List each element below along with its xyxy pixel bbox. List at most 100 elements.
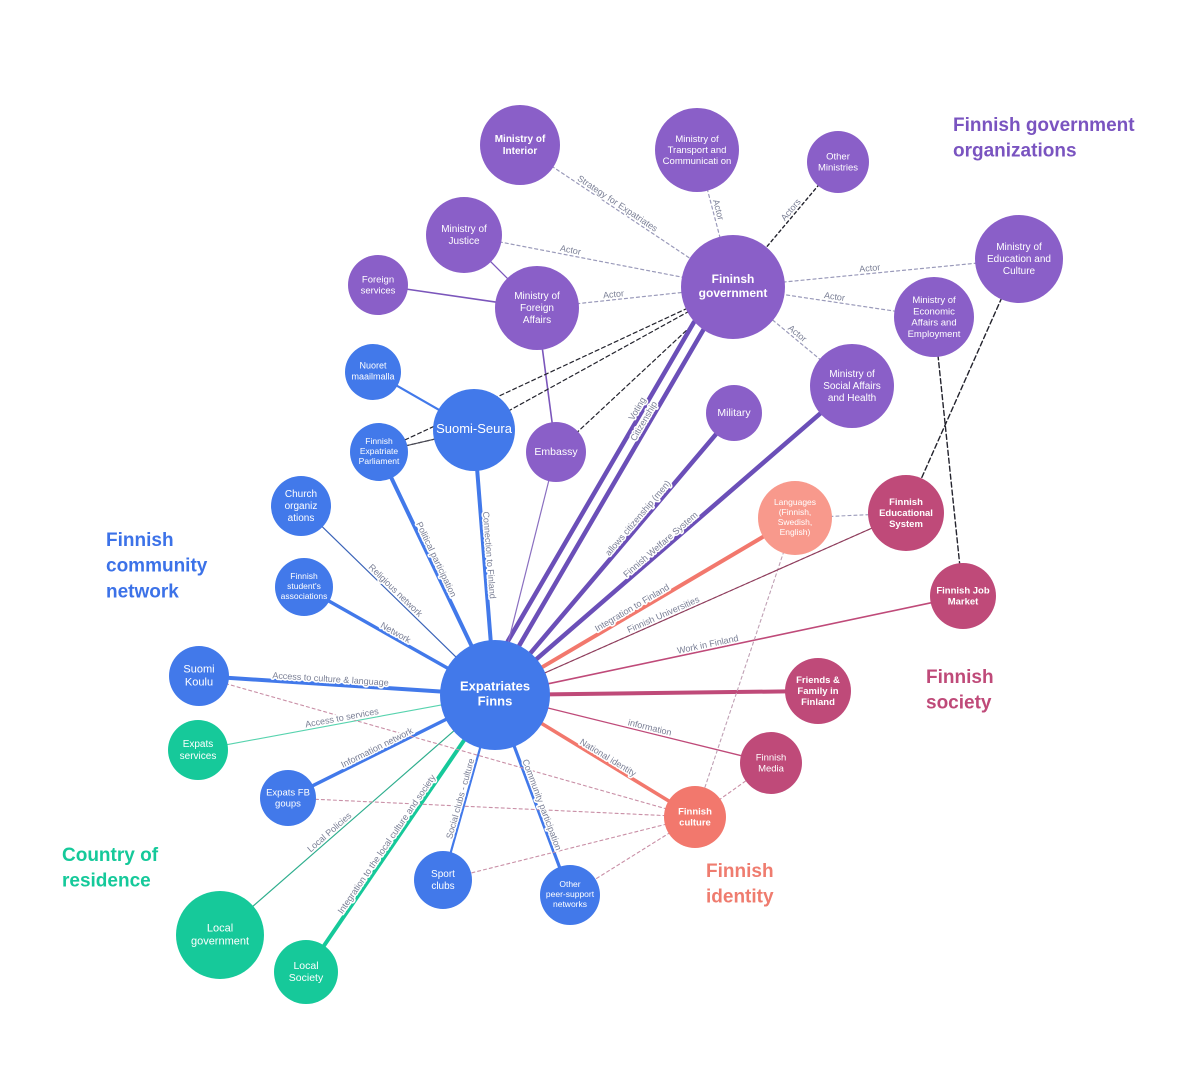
node-circle[interactable]	[807, 131, 869, 193]
graph-edge[interactable]	[919, 296, 1003, 481]
graph-edge[interactable]	[449, 744, 482, 856]
node-circle[interactable]	[414, 851, 472, 909]
graph-edge[interactable]	[829, 514, 871, 517]
node-circle[interactable]	[271, 476, 331, 536]
node-circle[interactable]	[274, 940, 338, 1004]
graph-edge[interactable]	[545, 689, 790, 697]
node-circle[interactable]	[275, 558, 333, 616]
node-circle[interactable]	[260, 770, 316, 826]
graph-edge[interactable]	[764, 183, 821, 250]
graph-edge[interactable]	[505, 319, 697, 644]
graph-edge[interactable]	[512, 743, 562, 871]
graph-edge[interactable]	[313, 798, 667, 817]
node-circle[interactable]	[440, 640, 550, 750]
graph-edge[interactable]	[527, 430, 720, 657]
graph-edge[interactable]	[224, 704, 444, 746]
graph-edge[interactable]	[251, 729, 456, 908]
graph-edge[interactable]	[546, 601, 934, 685]
graph-edge[interactable]	[770, 318, 822, 362]
graph-edge[interactable]	[538, 720, 673, 804]
node-circle[interactable]	[169, 646, 229, 706]
node-circle[interactable]	[894, 277, 974, 357]
node-circle[interactable]	[758, 481, 832, 555]
node-circle[interactable]	[495, 266, 579, 350]
graph-edge[interactable]	[937, 354, 961, 566]
graph-edge[interactable]	[507, 478, 550, 645]
graph-edge[interactable]	[320, 524, 458, 659]
graph-edge[interactable]	[781, 293, 898, 312]
node-circle[interactable]	[868, 475, 944, 551]
graph-edge[interactable]	[718, 779, 748, 801]
node-embassy[interactable]: Embassy	[526, 422, 586, 482]
graph-edge[interactable]	[703, 550, 785, 791]
graph-edge[interactable]	[551, 165, 692, 260]
graph-edge[interactable]	[225, 683, 668, 810]
graph-edge[interactable]	[320, 736, 468, 950]
graph-edge[interactable]	[404, 438, 437, 447]
node-circle[interactable]	[480, 105, 560, 185]
node-circle[interactable]	[345, 344, 401, 400]
graph-edge[interactable]	[394, 383, 442, 412]
node-circle[interactable]	[348, 255, 408, 315]
node-circle[interactable]	[810, 344, 894, 428]
node-circle[interactable]	[740, 732, 802, 794]
graph-edge[interactable]	[325, 598, 451, 671]
graph-edge[interactable]	[542, 527, 874, 675]
node-circle[interactable]	[350, 423, 408, 481]
node-military[interactable]: Military	[706, 385, 762, 441]
node-circle[interactable]	[168, 720, 228, 780]
graph-edge[interactable]	[538, 533, 767, 671]
graph-edge[interactable]	[309, 716, 450, 789]
graph-edge[interactable]	[541, 346, 554, 426]
graph-edge[interactable]	[516, 325, 707, 650]
graph-edge[interactable]	[475, 466, 493, 645]
graph-edge[interactable]	[575, 320, 698, 434]
graph-edge[interactable]	[468, 823, 668, 875]
graph-edge[interactable]	[488, 259, 510, 281]
node-circle[interactable]	[540, 865, 600, 925]
graph-edge[interactable]	[782, 262, 978, 283]
node-circle[interactable]	[433, 389, 515, 471]
node-languages[interactable]: Languages(Finnish,Swedish,English)	[758, 481, 832, 555]
graph-edge[interactable]	[576, 291, 684, 305]
graph-edge[interactable]	[593, 831, 671, 881]
node-circle[interactable]	[526, 422, 586, 482]
node-circle[interactable]	[785, 658, 851, 724]
node-circle[interactable]	[664, 786, 726, 848]
graph-edge[interactable]	[388, 474, 475, 650]
graph-edge[interactable]	[224, 675, 445, 694]
graph-edge[interactable]	[706, 188, 721, 240]
graph-edge[interactable]	[507, 310, 690, 412]
node-circle[interactable]	[930, 563, 996, 629]
graph-edge[interactable]	[404, 288, 499, 304]
node-circle[interactable]	[706, 385, 762, 441]
graph-edge[interactable]	[545, 707, 744, 757]
graph-edge[interactable]	[498, 241, 685, 279]
